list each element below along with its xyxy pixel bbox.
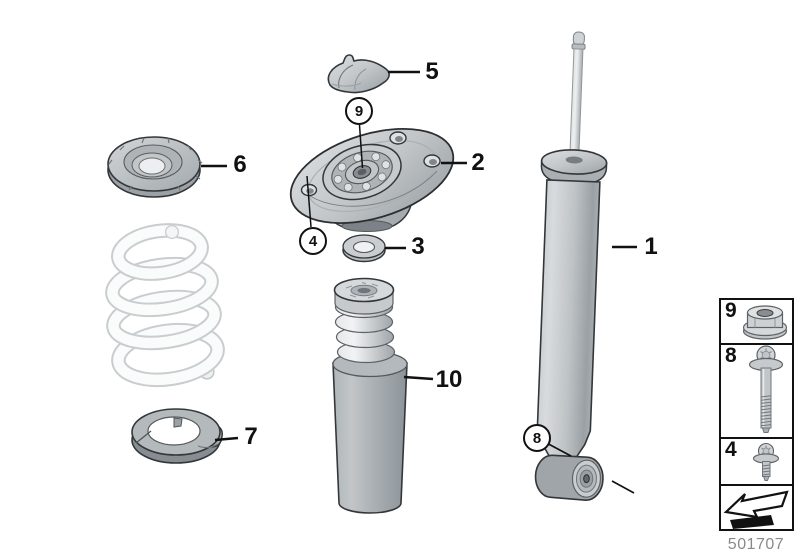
callout-8-line xyxy=(548,443,635,494)
flange-nut-icon xyxy=(742,305,788,340)
leader-line-10 xyxy=(403,375,434,381)
shock-absorber-drawing xyxy=(534,31,608,501)
callout-9-line xyxy=(358,124,364,169)
lower-spring-pad-drawing xyxy=(131,408,224,464)
legend-bolt-number: 8 xyxy=(725,344,737,367)
doc-number: 501707 xyxy=(727,536,785,553)
shock-eyelet xyxy=(534,454,604,501)
part-label-2[interactable]: 2 xyxy=(471,149,485,176)
callout-4-line xyxy=(306,175,312,228)
part-label-7[interactable]: 7 xyxy=(244,423,258,450)
legend-box-nut[interactable]: 9 xyxy=(719,298,794,345)
shock-body xyxy=(536,179,601,459)
legend-box-bolt[interactable]: 8 xyxy=(719,343,794,439)
dust-cover-drawing xyxy=(332,277,408,514)
part-label-3[interactable]: 3 xyxy=(411,233,425,260)
protection-cap-drawing xyxy=(327,54,390,94)
flange-bolt-icon xyxy=(748,345,784,433)
legend-nut-number: 9 xyxy=(725,299,737,322)
callout-9[interactable]: 9 xyxy=(345,97,373,125)
callout-8[interactable]: 8 xyxy=(523,424,551,452)
bearing-rings xyxy=(322,143,402,201)
leader-line-7 xyxy=(214,436,239,442)
part-label-6[interactable]: 6 xyxy=(233,151,247,178)
legend-box-screw[interactable]: 4 xyxy=(719,437,794,486)
support-bearing-drawing xyxy=(289,128,455,232)
legend-screw-number: 4 xyxy=(725,438,737,461)
leader-lines xyxy=(201,70,637,494)
shock-piston-rod xyxy=(568,48,584,166)
legend-box-arrow xyxy=(719,484,794,531)
flange-screw-icon xyxy=(752,442,780,481)
shock-rod-tip xyxy=(572,31,585,46)
upper-spring-pad-drawing xyxy=(107,136,203,198)
washer-drawing xyxy=(342,234,386,263)
part-label-1[interactable]: 1 xyxy=(644,233,658,260)
coil-spring-drawing xyxy=(105,223,225,388)
direction-arrow-icon xyxy=(723,490,789,529)
part-label-10[interactable]: 10 xyxy=(435,366,463,393)
callout-4[interactable]: 4 xyxy=(299,227,327,255)
part-label-5[interactable]: 5 xyxy=(425,58,439,85)
fastener-legend: 9 8 4 xyxy=(719,298,794,531)
